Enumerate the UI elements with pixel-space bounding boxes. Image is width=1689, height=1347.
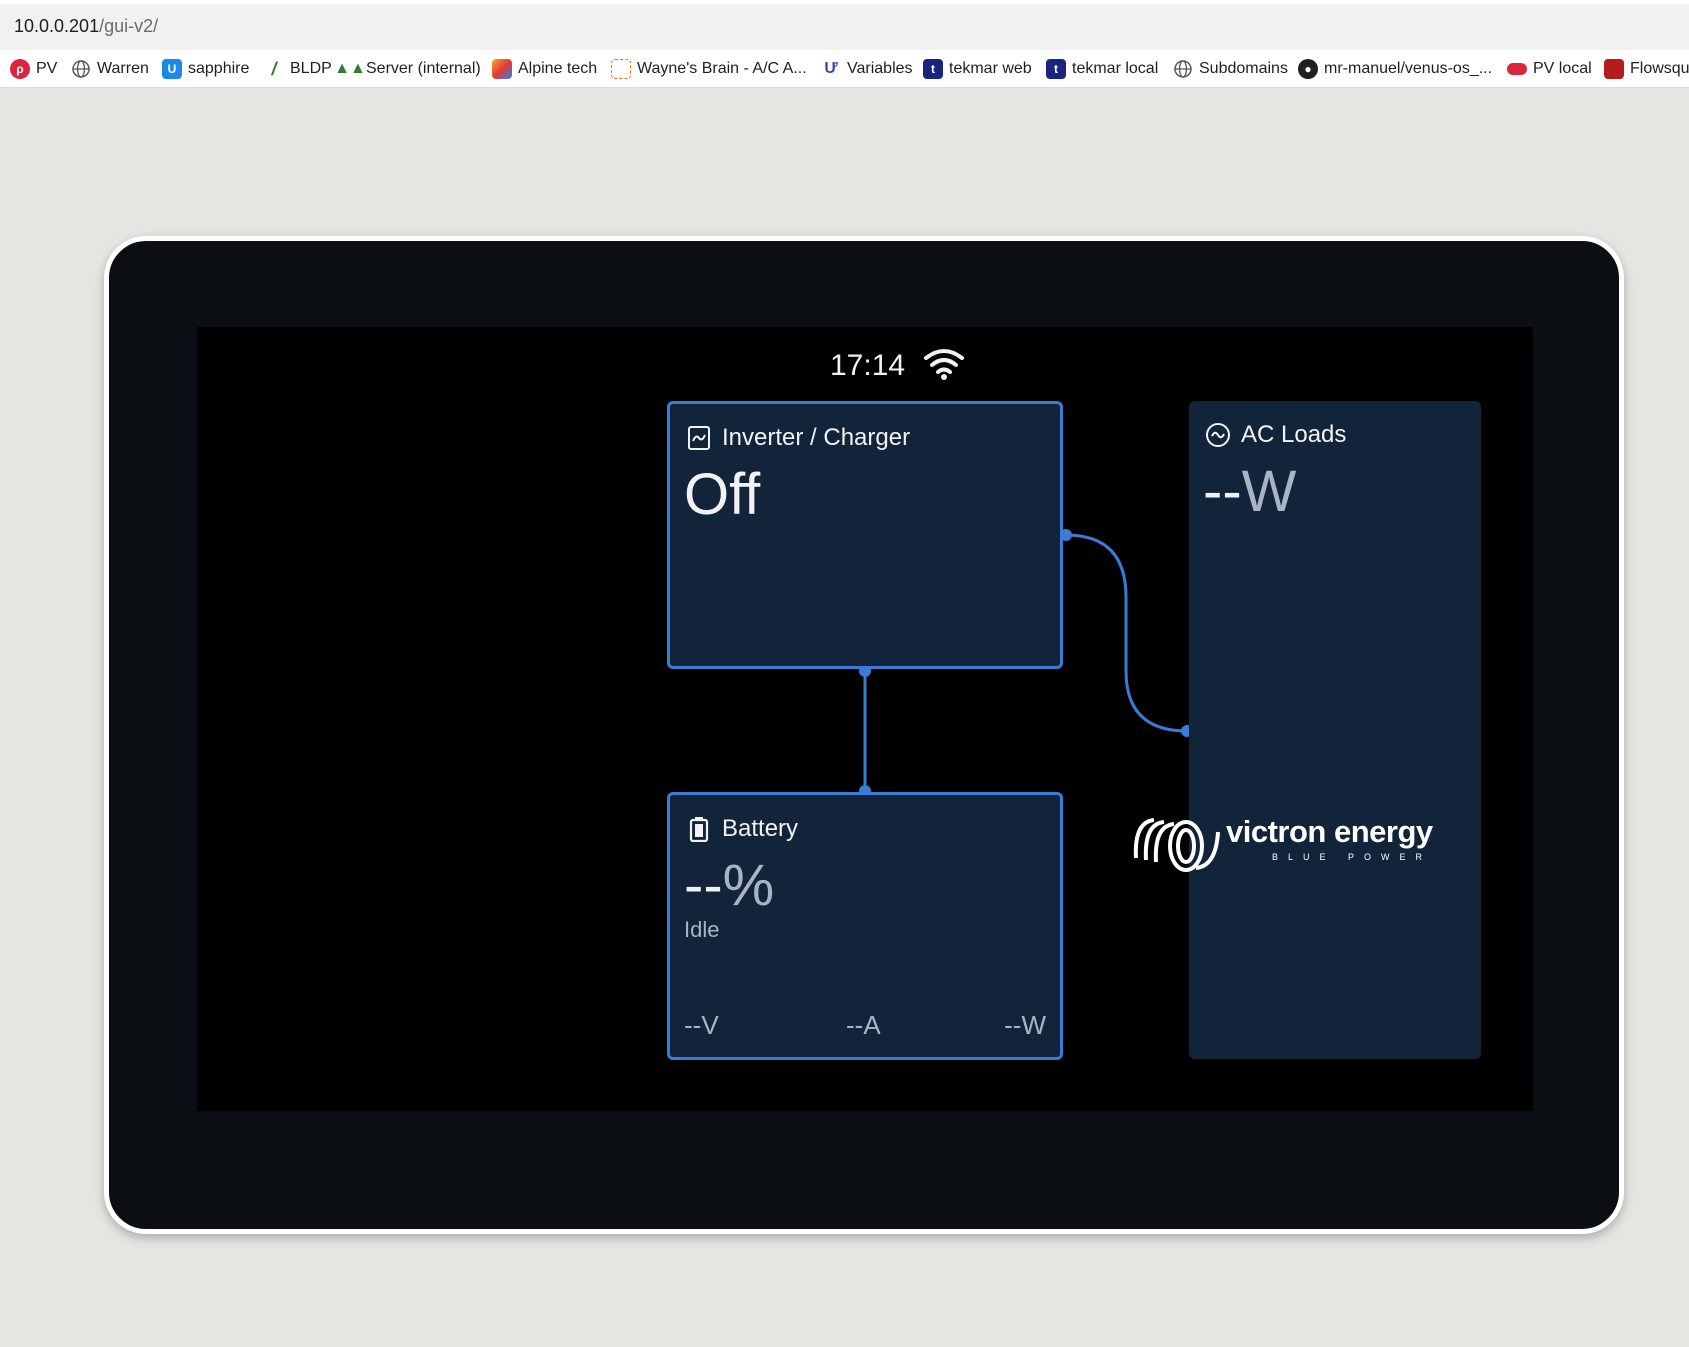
battery-header: Battery — [686, 815, 798, 843]
pv-logo-icon: ρ — [10, 59, 30, 79]
ac-loads-header: AC Loads — [1205, 421, 1346, 449]
github-icon: ● — [1298, 59, 1318, 79]
battery-voltage: --V — [684, 1010, 719, 1040]
browser-address-bar[interactable]: 10.0.0.201/gui-v2/ — [0, 0, 1689, 50]
tekmar-icon: t — [1046, 59, 1066, 79]
slash-logo-icon: / — [271, 58, 277, 79]
bookmark-subdomains[interactable]: Subdomains — [1173, 57, 1288, 81]
bookmark-label: Variables — [847, 60, 913, 77]
bookmark-alpine-tech[interactable]: Alpine tech — [492, 57, 597, 81]
bookmark-tekmar-local[interactable]: t tekmar local — [1046, 57, 1158, 81]
bookmark-label: Subdomains — [1199, 60, 1288, 77]
bookmark-label: Flowsqu — [1630, 60, 1689, 77]
globe-icon — [1174, 60, 1192, 78]
status-bar: 17:14 — [197, 345, 1533, 385]
victron-tagline: BLUE POWER — [1272, 852, 1433, 862]
inverter-state: Off — [684, 462, 761, 527]
inverter-icon — [688, 426, 710, 450]
tekmar-icon: t — [923, 59, 943, 79]
url-path: /gui-v2/ — [99, 16, 159, 36]
bookmark-variables[interactable]: Ư Variables — [821, 57, 913, 81]
battery-power: --W — [1004, 1010, 1046, 1040]
victron-brand-text: victron energy — [1226, 814, 1433, 849]
inverter-to-acloads-wire — [1065, 533, 1188, 733]
bookmark-tekmar-web[interactable]: t tekmar web — [923, 57, 1032, 81]
bookmark-label: tekmar web — [949, 60, 1032, 77]
bookmark-label: tekmar local — [1072, 60, 1159, 77]
ac-loads-card[interactable]: AC Loads --W — [1189, 401, 1481, 1059]
ac-wave-icon — [1206, 423, 1230, 447]
bookmark-label: PV local — [1533, 60, 1592, 77]
bookmark-pv[interactable]: ρ PV — [10, 57, 57, 81]
bookmark-label: PV — [36, 60, 58, 77]
ac-loads-power-value: -- — [1203, 459, 1242, 524]
url-text[interactable]: 10.0.0.201/gui-v2/ — [14, 16, 158, 37]
clock: 17:14 — [830, 349, 906, 382]
colorful-logo-icon — [492, 59, 512, 79]
flowsquare-icon — [1604, 59, 1624, 79]
bookmark-label: sapphire — [188, 60, 250, 77]
battery-title: Battery — [722, 815, 799, 842]
battery-status: Idle — [684, 917, 720, 942]
unifi-logo-icon: U — [162, 59, 182, 79]
pv-logo-icon — [1507, 63, 1527, 75]
bookmark-venus-os[interactable]: ● mr-manuel/venus-os_... — [1298, 57, 1492, 81]
ac-loads-power-unit: W — [1241, 459, 1297, 524]
battery-current: --A — [846, 1010, 881, 1040]
bookmark-label: Warren — [97, 60, 149, 77]
battery-soc-value: -- — [684, 853, 723, 918]
u-logo-icon: Ư — [824, 60, 838, 77]
globe-icon — [72, 60, 90, 78]
wifi-icon — [924, 349, 964, 380]
bookmark-sapphire[interactable]: U sapphire — [162, 57, 249, 81]
battery-soc-unit: % — [722, 853, 775, 918]
bookmark-label: BLDP — [290, 60, 332, 77]
bookmark-bldp[interactable]: / BLDP — [264, 57, 332, 81]
url-host: 10.0.0.201 — [14, 16, 100, 36]
victron-logo: victron energy BLUE POWER — [1130, 812, 1440, 874]
flow-icon — [611, 59, 631, 79]
bookmark-server-internal[interactable]: ▲▲ Server (internal) — [334, 57, 481, 81]
battery-icon — [689, 817, 709, 842]
bookmark-label: Alpine tech — [518, 60, 598, 77]
inverter-charger-card[interactable]: Inverter / Charger Off — [667, 401, 1063, 669]
trees-icon: ▲▲ — [334, 60, 366, 77]
ac-loads-title: AC Loads — [1241, 421, 1347, 448]
bookmark-label: Server (internal) — [366, 60, 481, 77]
inverter-header: Inverter / Charger — [686, 424, 910, 452]
inverter-title: Inverter / Charger — [722, 424, 911, 451]
bookmark-waynes-brain[interactable]: Wayne's Brain - A/C A... — [611, 57, 807, 81]
victron-mark-icon — [1133, 818, 1220, 872]
bookmark-label: mr-manuel/venus-os_... — [1324, 60, 1493, 77]
ac-loads-power: --W — [1203, 463, 1296, 521]
bookmark-warren[interactable]: Warren — [71, 57, 149, 81]
bookmark-pv-local[interactable]: PV local — [1507, 57, 1592, 81]
bookmark-label: Wayne's Brain - A/C A... — [637, 60, 807, 77]
bookmark-flowsquare[interactable]: Flowsqu — [1604, 57, 1689, 81]
battery-soc: --% — [684, 857, 774, 915]
device-screen: 17:14 Inverter / Charger Off — [197, 327, 1533, 1111]
bookmarks-bar: ρ PV Warren U sapphire / BLDP ▲▲ Server … — [0, 50, 1689, 88]
battery-card[interactable]: Battery --% Idle --V --A --W — [667, 792, 1063, 1060]
